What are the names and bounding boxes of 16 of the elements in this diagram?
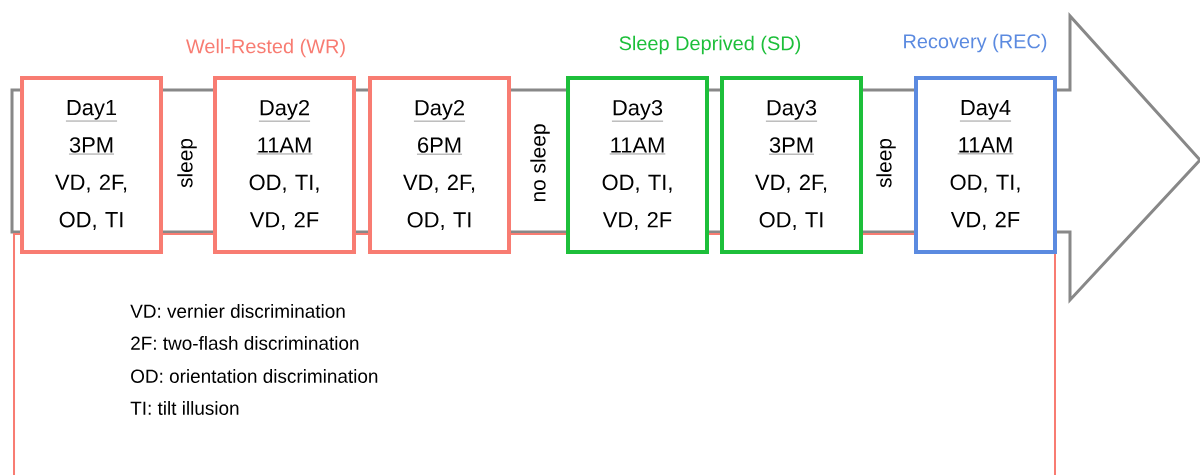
session-box: Day3 11AM OD, TI, VD, 2F [566, 76, 709, 254]
session-box: Day4 11AM OD, TI, VD, 2F [914, 76, 1057, 254]
transition-label: sleep [177, 138, 197, 188]
session-box: Day3 3PM VD, 2F, OD, TI [720, 76, 863, 254]
group-heading: Sleep Deprived (SD) [619, 35, 801, 55]
session-box: Day2 6PM VD, 2F, OD, TI [368, 76, 511, 254]
group-heading: Recovery (REC) [904, 33, 1047, 53]
transition-label: no sleep [530, 124, 550, 202]
session-box: Day1 3PM VD, 2F, OD, TI [20, 76, 163, 254]
transition-label: sleep [876, 138, 896, 188]
abbreviation-note: TI: tilt illusion [130, 401, 239, 415]
abbreviation-note: OD: orientation discrimination [131, 369, 378, 383]
group-heading: Well-Rested (WR) [186, 38, 345, 58]
abbreviation-note: VD: vernier discrimination [130, 304, 345, 318]
abbreviation-note: 2F: two-flash discrimination [131, 336, 359, 350]
session-box: Day2 11AM OD, TI, VD, 2F [213, 76, 356, 254]
